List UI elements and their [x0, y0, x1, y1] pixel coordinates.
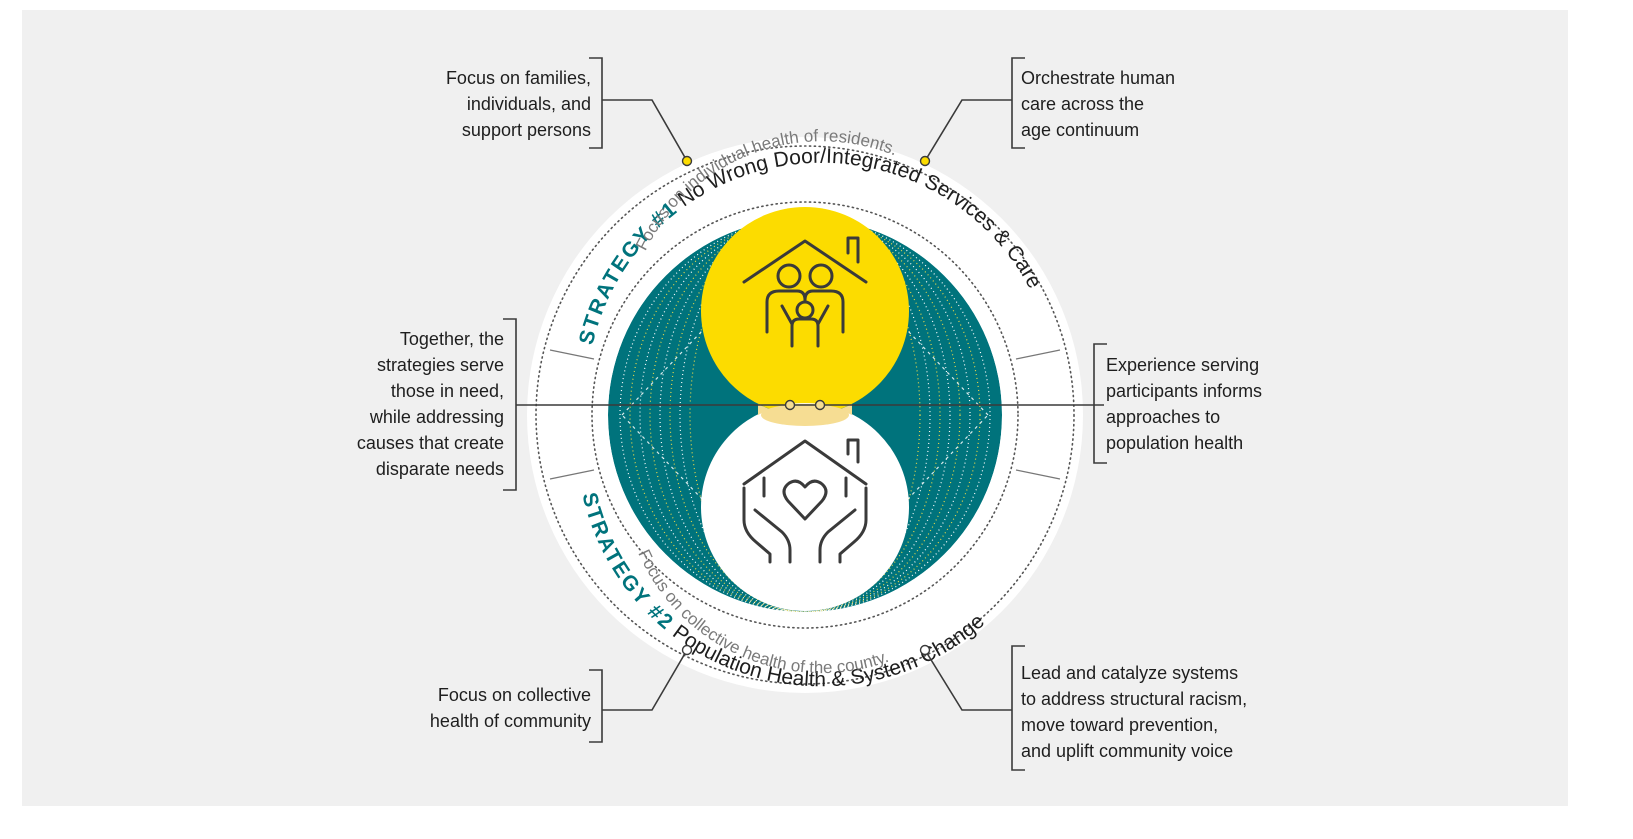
callout-line: Together, the: [399, 329, 504, 349]
callout-bottom-left: Focus on collective health of community: [430, 682, 591, 734]
callout-line: Orchestrate human: [1021, 68, 1176, 88]
callout-line: Lead and catalyze systems: [1021, 663, 1239, 683]
family-house-icon: [742, 236, 868, 348]
callout-line: move toward prevention,: [1021, 715, 1219, 735]
callout-line: causes that create: [356, 433, 504, 453]
callout-line: disparate needs: [375, 459, 504, 479]
callout-line: those in need,: [390, 381, 504, 401]
callout-line: age continuum: [1021, 120, 1140, 140]
callout-line: strategies serve: [376, 355, 504, 375]
callout-middle-left: Together, the strategies serve those in …: [357, 326, 504, 482]
outer-dotted-ring: [535, 145, 1075, 685]
callout-line: to address structural racism,: [1021, 689, 1248, 709]
overlap-dot-right: [814, 399, 826, 411]
inner-dotted-ring: [591, 201, 1019, 629]
bottom-left-dot: [681, 644, 693, 656]
callout-line: participants informs: [1106, 381, 1263, 401]
ring-separators: [549, 349, 1061, 480]
callout-line: approaches to: [1106, 407, 1221, 427]
heart-house-hands-icon: [742, 438, 868, 564]
dotted-pattern-top: [629, 218, 981, 612]
strategy1-circle: [701, 207, 909, 415]
callout-line: support persons: [461, 120, 591, 140]
callout-bottom-right: Lead and catalyze systems to address str…: [1021, 660, 1247, 764]
callout-leaders: [503, 57, 1107, 771]
callout-line: while addressing: [369, 407, 504, 427]
callout-top-right: Orchestrate human care across the age co…: [1021, 65, 1175, 143]
callout-line: population health: [1106, 433, 1244, 453]
overlap-area: [761, 404, 849, 426]
callout-line: care across the: [1021, 94, 1145, 114]
callout-line: individuals, and: [466, 94, 591, 114]
callout-middle-right: Experience serving participants informs …: [1106, 352, 1262, 456]
top-left-dot: [681, 155, 693, 167]
overlap-dot-left: [784, 399, 796, 411]
strategy2-circle: [701, 403, 909, 611]
callout-line: Focus on families,: [445, 68, 591, 88]
callout-line: Focus on collective: [437, 685, 591, 705]
diagram-panel: STRATEGY #1 No Wrong Door/Integrated Ser…: [22, 10, 1568, 806]
dotted-pattern-bottom: [619, 218, 991, 612]
callout-line: and uplift community voice: [1021, 741, 1234, 761]
callout-line: health of community: [429, 711, 591, 731]
strategy-diagram: STRATEGY #1 No Wrong Door/Integrated Ser…: [503, 57, 1107, 771]
callout-line: Experience serving: [1106, 355, 1260, 375]
callout-top-left: Focus on families, individuals, and supp…: [446, 65, 591, 143]
bottom-right-dot: [919, 644, 931, 656]
top-right-dot: [919, 155, 931, 167]
